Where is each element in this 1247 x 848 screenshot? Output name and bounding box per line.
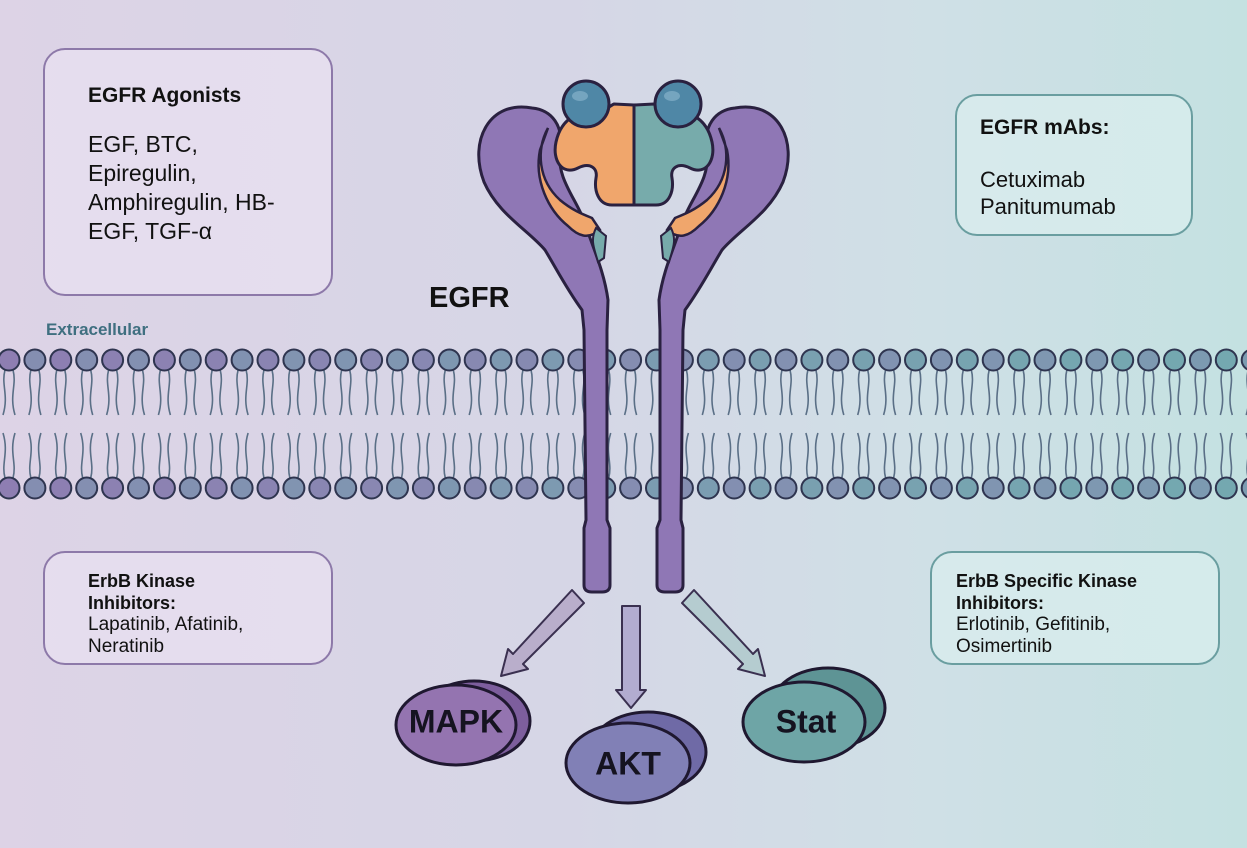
agonists-title: EGFR Agonists xyxy=(88,84,242,107)
erbb-specific-title-line-1: ErbB Specific Kinase xyxy=(956,571,1138,591)
mabs-title: EGFR mAbs: xyxy=(980,116,1110,139)
ligand-ball-left xyxy=(561,79,611,129)
receptor-right-teal-accent xyxy=(659,226,676,264)
ligand-ball-right xyxy=(653,79,703,129)
receptor-left-teal-accent xyxy=(591,226,608,264)
effector-mapk xyxy=(394,679,532,767)
erbb-specific-line-1: Erlotinib, Gefitinib, xyxy=(956,614,1111,635)
extracellular-label: Extracellular xyxy=(46,320,149,339)
erbb-kinase-line-2: Neratinib xyxy=(88,636,165,657)
effector-akt xyxy=(564,710,708,805)
agonists-line-3: Amphiregulin, HB- xyxy=(88,189,275,215)
erbb-kinase-line-1: Lapatinib, Afatinib, xyxy=(88,614,244,635)
erbb-kinase-title-line-1: ErbB Kinase xyxy=(88,571,196,591)
agonists-box: EGFR Agonists EGF, BTC, Epiregulin, Amph… xyxy=(43,48,333,296)
arrow-to-stat xyxy=(681,589,766,677)
erbb-kinase-box: ErbB Kinase Inhibitors: Lapatinib, Afati… xyxy=(43,551,333,665)
agonists-line-2: Epiregulin, xyxy=(88,160,197,186)
arrow-to-akt xyxy=(615,605,647,709)
egfr-receptor xyxy=(477,105,790,594)
erbb-specific-line-2: Osimertinib xyxy=(956,636,1053,657)
agonists-line-1: EGF, BTC, xyxy=(88,131,198,157)
stat-label: Stat xyxy=(775,703,837,740)
erbb-kinase-title-line-2: Inhibitors: xyxy=(88,593,176,613)
akt-label: AKT xyxy=(595,745,661,782)
arrow-to-mapk xyxy=(500,589,585,677)
signal-arrows xyxy=(500,589,766,709)
mabs-line-2: Panitumumab xyxy=(980,194,1116,219)
mabs-line-1: Cetuximab xyxy=(980,167,1086,192)
agonists-line-4: EGF, TGF-α xyxy=(88,218,213,244)
mabs-box: EGFR mAbs: Cetuximab Panitumumab xyxy=(955,94,1193,236)
cell-membrane xyxy=(0,348,1247,500)
ligand-complex xyxy=(553,79,715,207)
mapk-label: MAPK xyxy=(408,703,504,740)
erbb-specific-title-line-2: Inhibitors: xyxy=(956,593,1044,613)
effector-stat xyxy=(741,666,887,764)
receptor-label: EGFR xyxy=(429,282,510,314)
erbb-specific-box: ErbB Specific Kinase Inhibitors: Erlotin… xyxy=(930,551,1220,665)
